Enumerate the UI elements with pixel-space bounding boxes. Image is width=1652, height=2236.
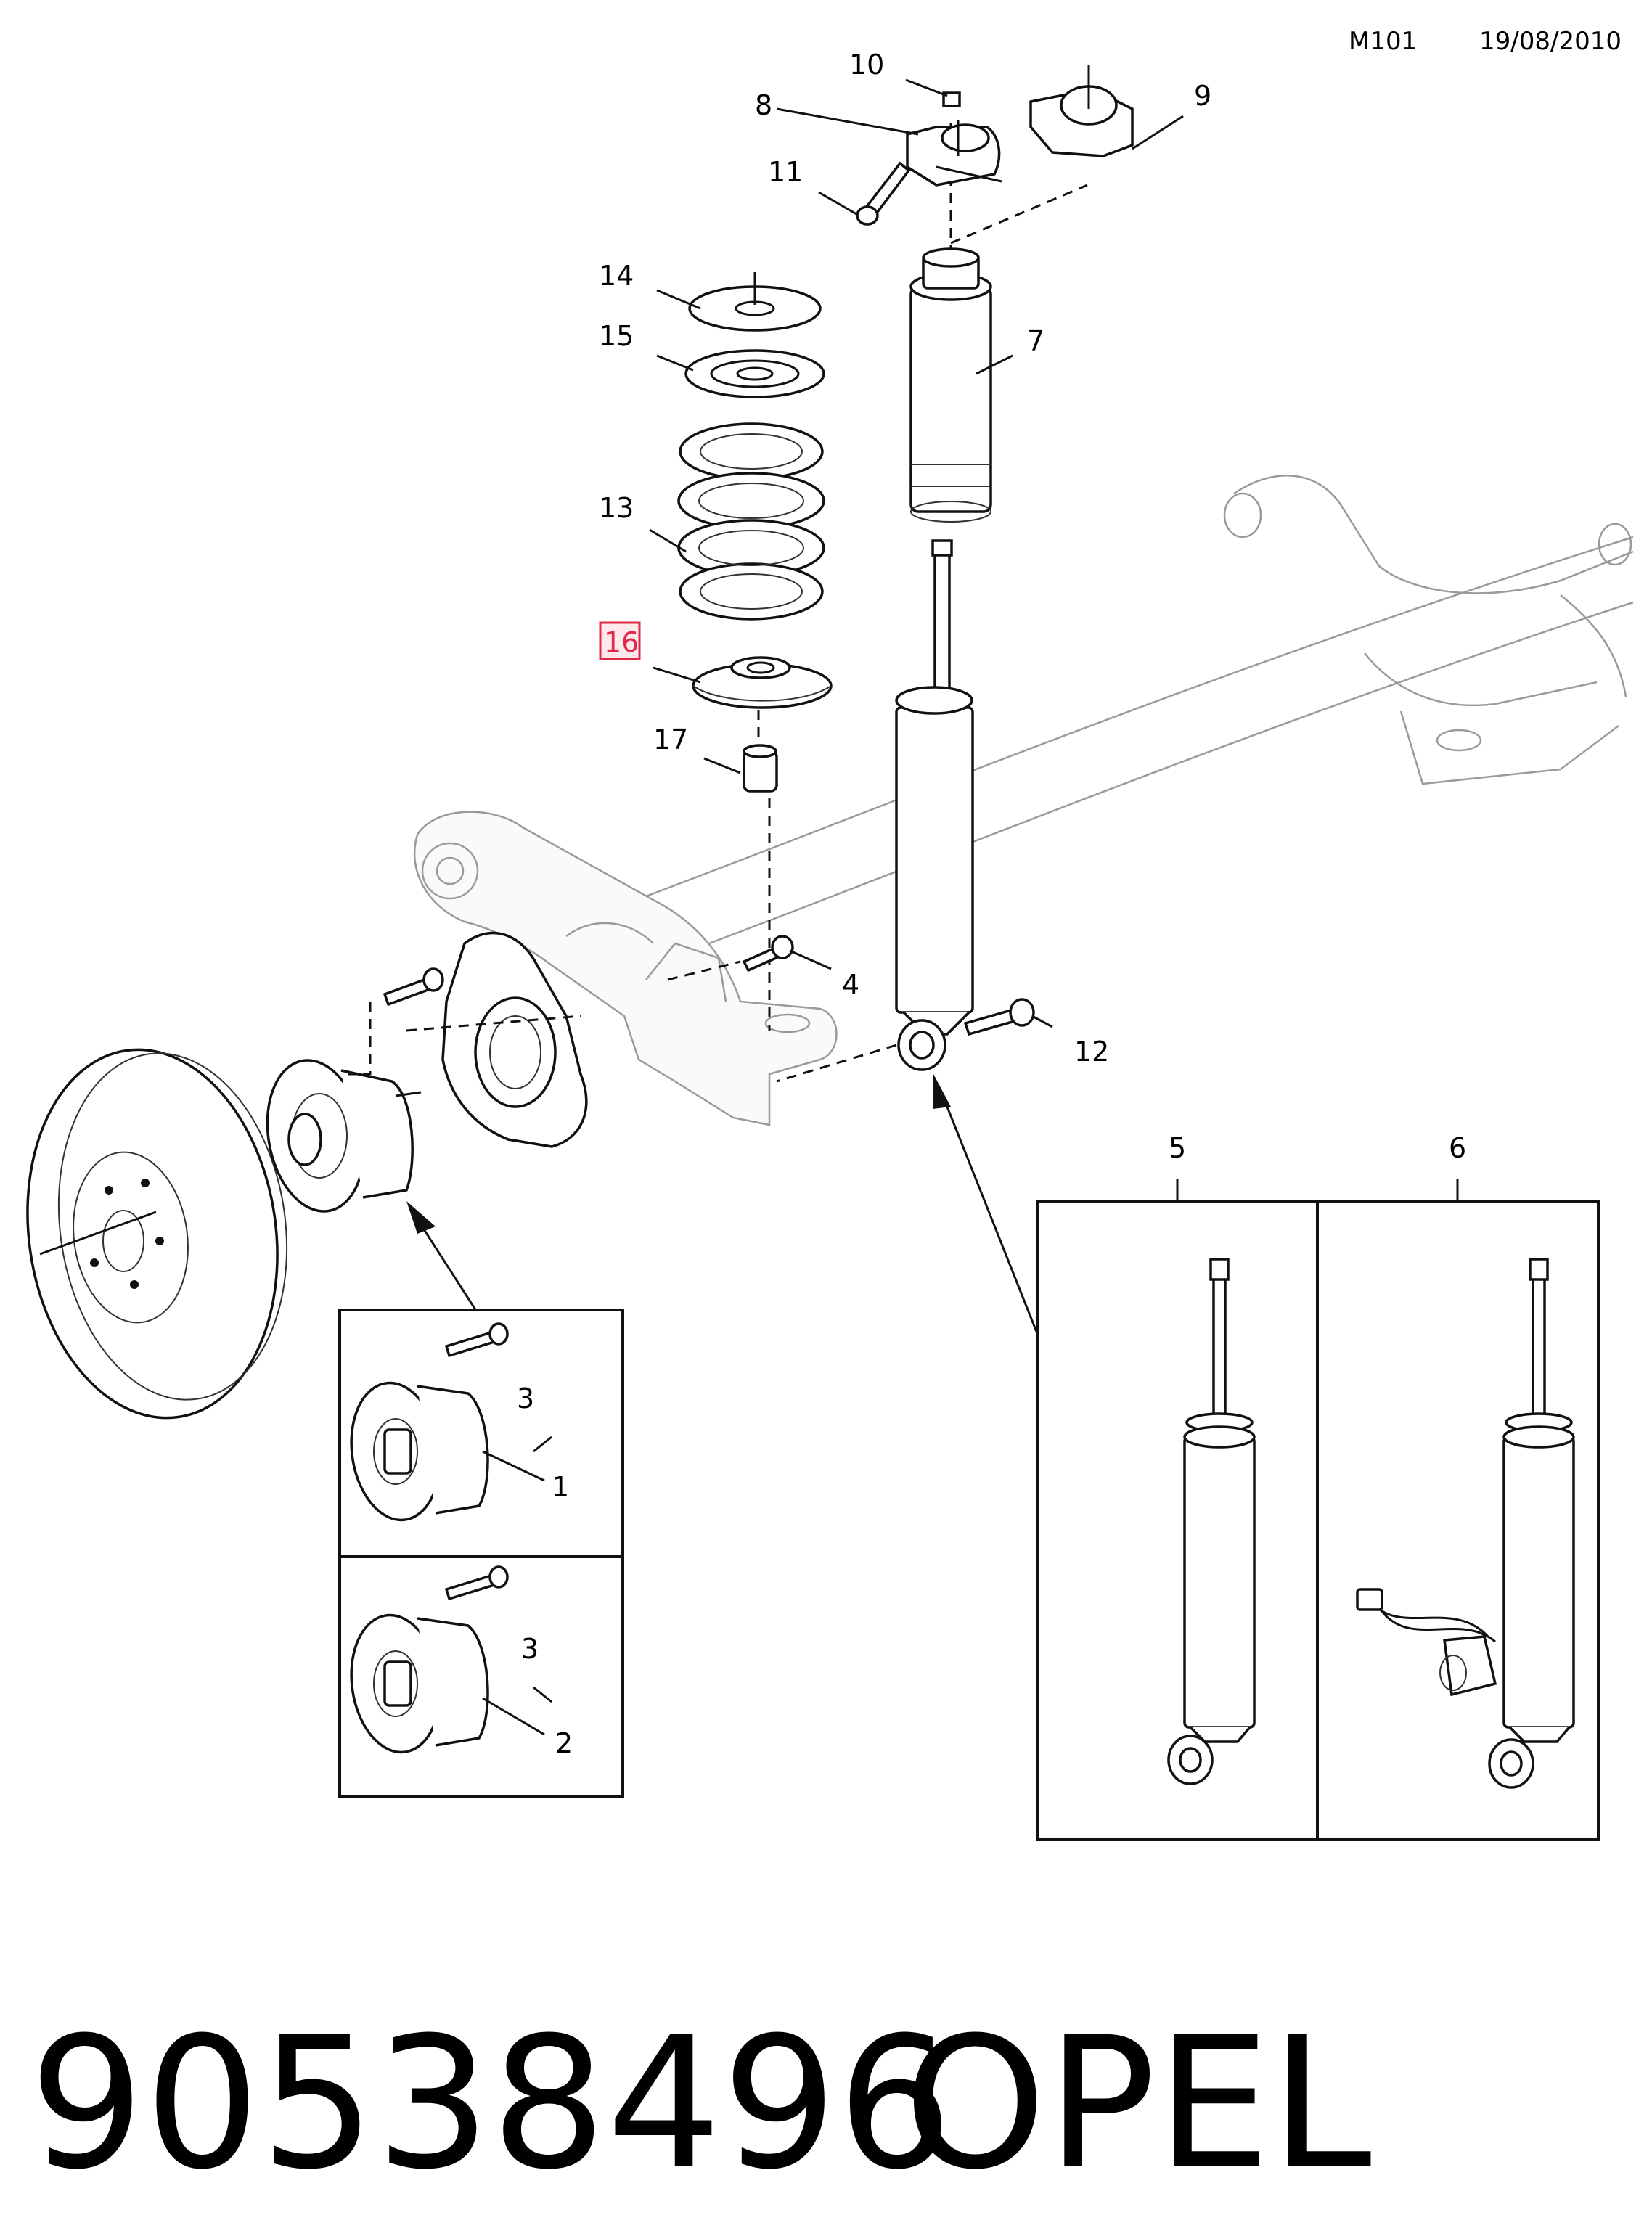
callout-16: 16 — [604, 626, 639, 658]
callout-11: 11 — [768, 156, 803, 188]
hub-bolt — [383, 967, 444, 1007]
part-7-dust-boot — [909, 247, 992, 523]
part-12-bolt — [963, 998, 1035, 1036]
callout-6: 6 — [1449, 1132, 1466, 1164]
callout-5: 5 — [1169, 1132, 1186, 1164]
brake-disc — [26, 1048, 288, 1420]
callout-9: 9 — [1194, 80, 1211, 112]
shock-absorber-lower — [895, 539, 974, 1071]
brand-name: OPEL — [904, 1998, 1372, 2209]
diagram-date: 19/08/2010 — [1479, 27, 1622, 56]
wheel-hub — [266, 1059, 422, 1213]
callout-3b: 3 — [521, 1633, 539, 1665]
hub-variant-inset: 3 1 3 2 — [338, 1309, 624, 1798]
rear-axle-beam — [616, 475, 1634, 974]
part-4-bolt — [742, 935, 794, 972]
part-10-nut — [942, 91, 961, 107]
callout-10: 10 — [849, 49, 884, 81]
shock-variant-inset: 5 6 — [1036, 1132, 1600, 1841]
callout-17: 17 — [653, 724, 688, 755]
callout-16-highlight — [599, 621, 641, 660]
brake-backing-plate — [441, 931, 588, 1148]
callout-8: 8 — [755, 89, 772, 121]
callout-14: 14 — [599, 260, 634, 292]
pointer-arrows — [406, 1073, 1039, 1336]
part-13-coil-spring — [677, 422, 825, 621]
callout-4: 4 — [842, 969, 859, 1001]
callout-15: 15 — [599, 320, 634, 352]
trailing-arm — [413, 811, 838, 1126]
callout-2: 2 — [555, 1727, 573, 1759]
callout-12: 12 — [1074, 1036, 1109, 1068]
callout-13: 13 — [599, 492, 634, 524]
part-9-mount-bushing — [1029, 65, 1134, 157]
part-14-spring-pad — [688, 272, 822, 332]
part-8-upper-mount — [906, 120, 1002, 187]
part-number: 90538496 — [29, 1998, 952, 2209]
leader-lines — [649, 78, 1184, 1028]
callout-1: 1 — [552, 1471, 569, 1503]
part-15-upper-seat — [684, 349, 825, 398]
part-11-bolt — [856, 161, 911, 226]
part-17-bump-stop — [743, 744, 778, 793]
callout-3a: 3 — [517, 1383, 534, 1414]
diagram-code: M101 — [1349, 27, 1417, 56]
callout-7: 7 — [1027, 325, 1044, 357]
part-16-lower-spring-seat — [692, 656, 833, 709]
